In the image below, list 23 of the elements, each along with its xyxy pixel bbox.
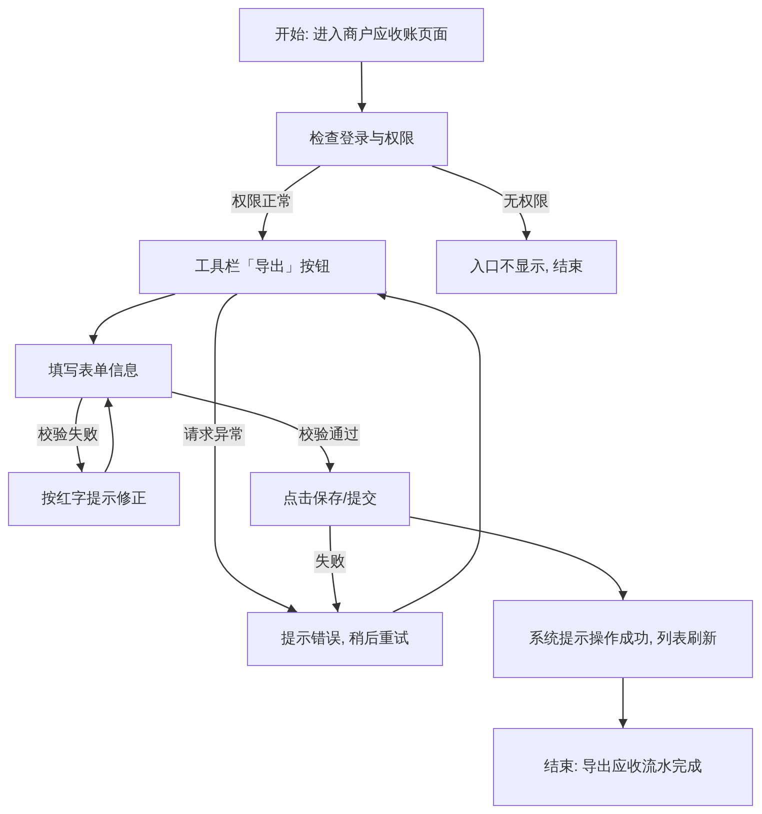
edge-label: 校验通过 (298, 424, 360, 446)
process-box: 检查登录与权限 (276, 112, 448, 166)
arrow (376, 291, 481, 613)
process-box: 填写表单信息 (15, 344, 172, 398)
process-box: 按红字提示修正 (8, 472, 180, 526)
process-box: 提示错误, 稍后重试 (247, 612, 443, 666)
arrow (214, 293, 298, 613)
process-box: 点击保存/提交 (250, 472, 410, 526)
process-box: 入口不显示, 结束 (436, 240, 617, 294)
arrow (104, 398, 114, 472)
edge-label: 失败 (314, 551, 346, 573)
process-box: 工具栏「导出」按钮 (139, 240, 386, 294)
edge-label: 校验失败 (37, 424, 99, 446)
process-box: 开始: 进入商户应收账页面 (239, 8, 484, 62)
process-box: 结束: 导出应收流水完成 (493, 728, 753, 806)
edge-label: 权限正常 (231, 191, 293, 213)
process-box: 系统提示操作成功, 列表刷新 (493, 600, 753, 678)
arrow (90, 293, 176, 344)
arrow (618, 678, 628, 728)
arrow (357, 62, 366, 112)
arrow (410, 516, 626, 600)
edge-label: 请求异常 (183, 424, 245, 446)
edge-label: 无权限 (502, 191, 550, 213)
